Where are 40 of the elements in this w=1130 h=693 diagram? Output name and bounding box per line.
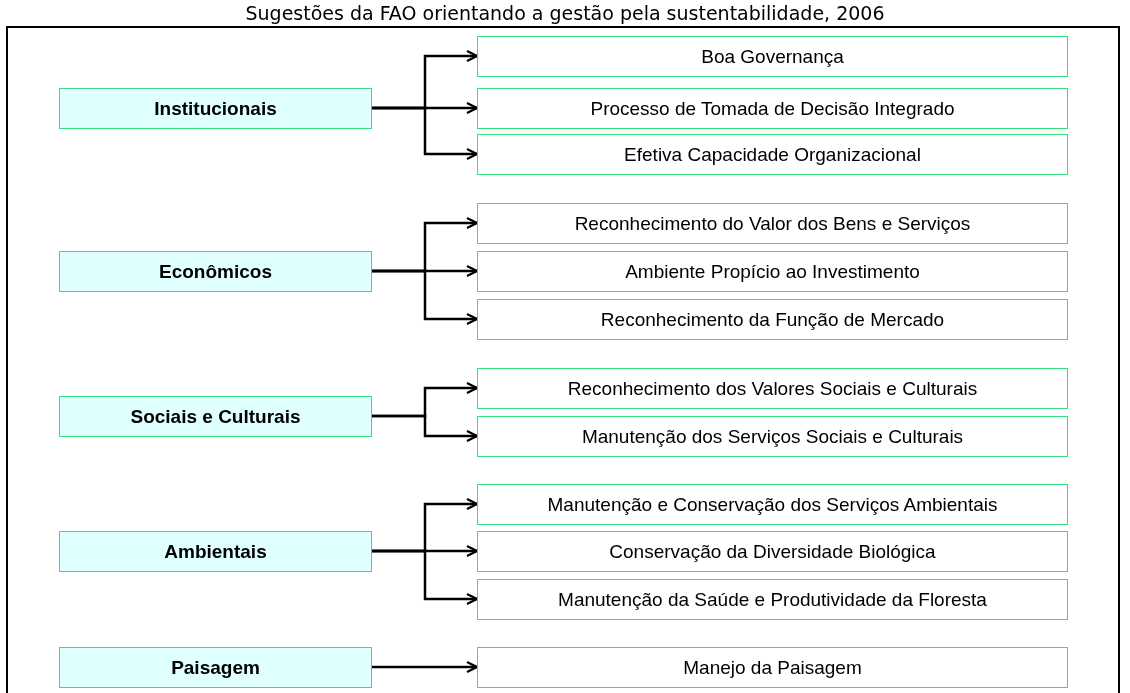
category-label: Paisagem (171, 656, 260, 678)
item-label: Efetiva Capacidade Organizacional (624, 143, 921, 165)
category-label: Institucionais (154, 97, 277, 119)
item-box (477, 646, 1068, 688)
item-label: Manutenção da Saúde e Produtividade da Floresta (558, 588, 987, 610)
item-label: Ambiente Propício ao Investimento (625, 260, 920, 282)
category-box (59, 646, 372, 688)
category-box (59, 395, 372, 437)
arrow (372, 106, 479, 161)
item-box (477, 87, 1068, 129)
category-label: Sociais e Culturais (130, 405, 301, 427)
item-label: Manutenção e Conservação dos Serviços Ambientais (547, 493, 998, 515)
item-box (477, 133, 1068, 175)
item-label: Manejo da Paisagem (683, 656, 862, 678)
item-box (477, 250, 1068, 292)
item-label: Reconhecimento do Valor dos Bens e Serviços (574, 212, 971, 234)
item-box (477, 298, 1068, 340)
item-box (477, 367, 1068, 409)
item-box (477, 483, 1068, 525)
arrow (372, 549, 479, 606)
item-label: Reconhecimento da Função de Mercado (600, 308, 945, 330)
category-label: Econômicos (159, 260, 272, 282)
category-box (59, 87, 372, 129)
arrow (372, 660, 479, 674)
category-box (59, 250, 372, 292)
item-label: Reconhecimento dos Valores Sociais e Culturais (567, 377, 978, 399)
item-label: Manutenção dos Serviços Sociais e Culturais (581, 425, 964, 447)
item-box (477, 578, 1068, 620)
item-box (477, 530, 1068, 572)
arrow (372, 269, 479, 326)
item-label: Conservação da Diversidade Biológica (609, 540, 936, 562)
category-label: Ambientais (164, 540, 267, 562)
arrow (372, 414, 479, 443)
item-label: Boa Governança (701, 45, 844, 67)
title: Sugestões da FAO orientando a gestão pela sustentabilidade, 2006 (244, 2, 886, 24)
category-box (59, 530, 372, 572)
item-box (477, 415, 1068, 457)
item-box (477, 35, 1068, 77)
item-box (477, 202, 1068, 244)
item-label: Processo de Tomada de Decisão Integrado (590, 97, 955, 119)
